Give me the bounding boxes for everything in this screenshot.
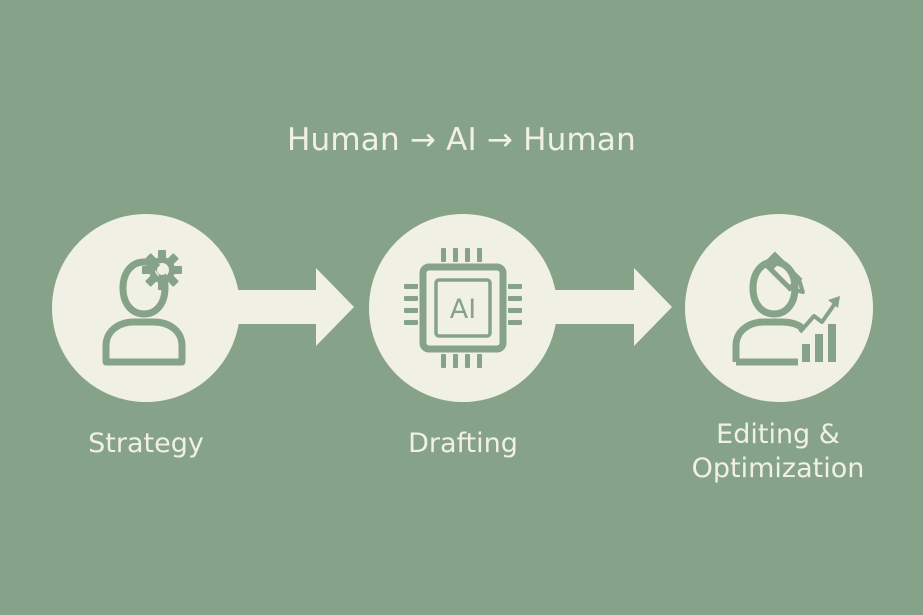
drafting-label: Drafting <box>408 428 518 459</box>
diagram-title: Human → AI → Human <box>287 122 636 158</box>
ai-chip-icon: AI <box>404 248 522 368</box>
chip-text: AI <box>450 294 476 325</box>
drafting-node <box>369 214 557 402</box>
strategy-label: Strategy <box>88 428 204 459</box>
person-pencil-chart-icon <box>732 251 840 366</box>
arrow-drafting-to-editing <box>546 268 672 346</box>
editing-node <box>685 214 873 402</box>
strategy-node <box>52 214 240 402</box>
person-gear-icon <box>102 250 186 366</box>
editing-label: Editing & Optimization <box>691 419 865 484</box>
arrow-strategy-to-drafting <box>228 268 354 346</box>
